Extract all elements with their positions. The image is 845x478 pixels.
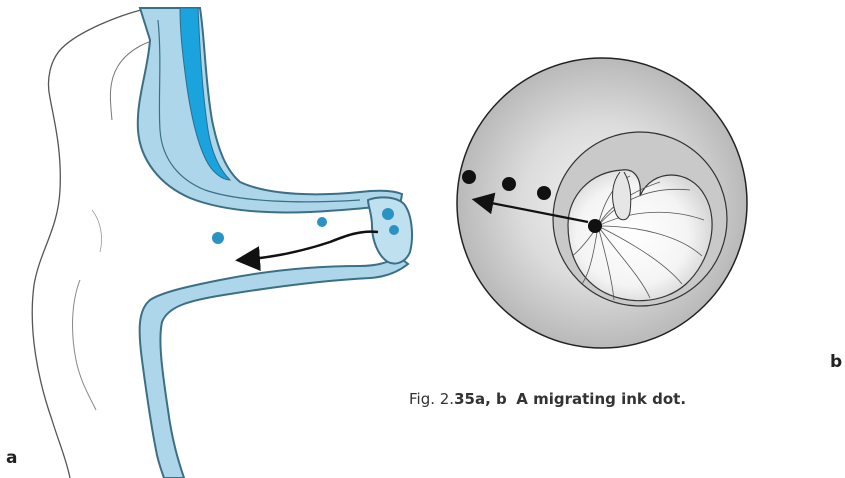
caption-title: A migrating ink dot.: [516, 390, 686, 408]
auricle-fold: [73, 280, 96, 410]
ink-dot-a1: [382, 208, 394, 220]
auricle-outline: [32, 8, 150, 478]
ink-dot-b2: [537, 186, 551, 200]
panel-label-b: b: [830, 352, 842, 372]
panel-label-a: a: [6, 448, 17, 468]
migration-arrow-a: [240, 232, 378, 260]
ink-dot-b4: [462, 170, 476, 184]
canal-upper-wall: [138, 8, 402, 212]
ink-dot-b3: [502, 177, 516, 191]
ink-dot-a2: [389, 225, 399, 235]
ink-dot-b1: [588, 219, 602, 233]
tympanic-view: [457, 58, 747, 348]
caption-prefix: Fig. 2.: [409, 390, 454, 408]
ink-dot-a4: [212, 232, 224, 244]
canal-lower-wall: [140, 256, 408, 478]
caption-number: 35a, b: [454, 390, 507, 408]
ink-dot-a3: [317, 217, 327, 227]
auricle-line: [92, 210, 102, 252]
ear-canal-section: [32, 8, 412, 478]
figure-caption: Fig. 2.35a, b A migrating ink dot.: [409, 390, 686, 408]
